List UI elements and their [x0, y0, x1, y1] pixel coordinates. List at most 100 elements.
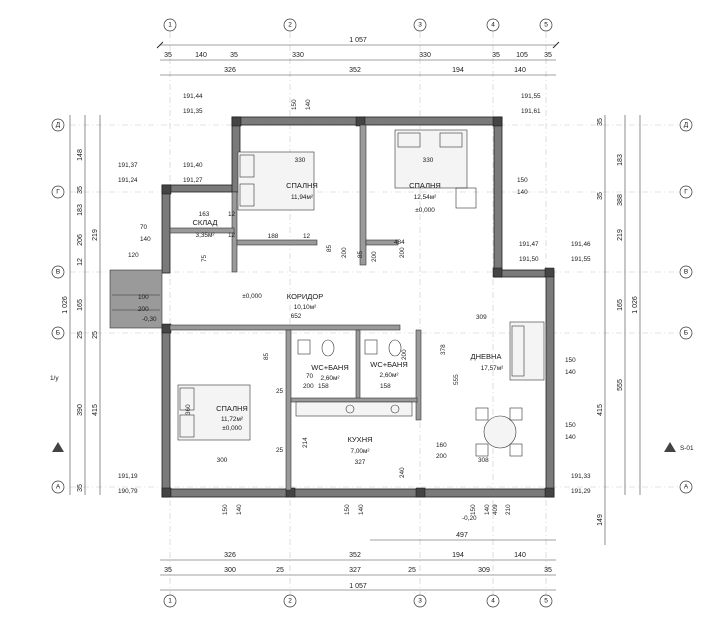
axis-label: 3: [418, 598, 422, 605]
axis-label: Д: [684, 122, 689, 129]
top-dimensions: 1 057 35 140 35 330 330 35 105 35 326 35…: [156, 37, 560, 76]
dim: 25: [276, 447, 284, 454]
dim: 214: [302, 437, 309, 448]
dim: 150: [565, 357, 576, 364]
axis-label: 2: [288, 22, 292, 29]
dim: 188: [268, 233, 279, 240]
dim: 415: [92, 404, 99, 416]
dim: 140: [514, 67, 526, 74]
room-area: 2,60м²: [321, 375, 340, 382]
axis-label: В: [56, 269, 60, 276]
axis-label: Д: [56, 122, 61, 129]
dim: 70: [140, 224, 148, 231]
dim: 140: [358, 504, 365, 515]
dim: 35: [597, 118, 604, 126]
dim: 330: [419, 52, 431, 59]
axis-label: А: [684, 484, 689, 491]
elev-bottom: 191,50: [519, 256, 539, 263]
room-area: 7,00м²: [351, 448, 370, 455]
dim: 140: [305, 99, 312, 110]
dim: 194: [452, 552, 464, 559]
right-dimensions: 183 388 219 165 555 35 35 415 149 1 026: [597, 115, 641, 545]
room-area: 3,35м²: [196, 232, 215, 239]
room-area: 10,10м²: [294, 304, 317, 311]
elevation-marks: 191,44 191,35 191,55 191,61 191,37 191,2…: [118, 93, 591, 495]
dim: 150: [291, 99, 298, 110]
elev-top: 191,55: [521, 93, 541, 100]
dim: 85: [326, 244, 333, 252]
dim: 415: [597, 404, 604, 416]
dim: 409: [492, 504, 499, 515]
dim: 327: [349, 567, 361, 574]
dim: 1 026: [62, 296, 69, 314]
elev-bottom: 191,35: [183, 108, 203, 115]
dim: 330: [295, 157, 306, 164]
dim: 1 026: [632, 296, 639, 314]
dim: 160: [436, 442, 447, 449]
dim: 194: [452, 67, 464, 74]
dim: 120: [128, 252, 139, 259]
dim: 309: [476, 314, 487, 321]
dim: 12: [303, 233, 311, 240]
dim: 200: [401, 349, 408, 360]
dim: 200: [399, 247, 406, 258]
interior-walls: [169, 124, 422, 491]
dim: 12: [228, 211, 236, 218]
dim: 300: [224, 567, 236, 574]
dim: 150: [470, 504, 477, 515]
room-labels: СПАЛНЯ 11,94м² СПАЛНЯ 12,54м² ±0,000 СКЛ…: [192, 181, 503, 466]
axis-label: 3: [418, 22, 422, 29]
dim: 165: [617, 299, 624, 311]
room-area: 11,94м²: [291, 194, 313, 201]
dim: 35: [164, 567, 172, 574]
left-dimensions: 148 183 35 206 12 165 25 390 35 219 25 4…: [62, 115, 101, 495]
dim: 200: [436, 453, 447, 460]
room-level: ±0,000: [415, 207, 435, 214]
dim: 300: [217, 457, 228, 464]
room-name: ДНЕВНА: [471, 352, 502, 361]
room-name: СПАЛНЯ: [409, 181, 441, 190]
dim: 200: [371, 251, 378, 262]
dim: 378: [440, 344, 447, 355]
dim: 219: [92, 229, 99, 241]
axis-label: 4: [491, 598, 495, 605]
dim: 35: [77, 186, 84, 194]
dim: 35: [164, 52, 172, 59]
dim: 200: [303, 383, 314, 390]
axis-label: 1: [168, 598, 172, 605]
dim: 330: [292, 52, 304, 59]
dim: 165: [77, 299, 84, 311]
elev-top: 191,44: [183, 93, 203, 100]
exterior-walls: [109, 116, 555, 498]
dim: 326: [224, 552, 236, 559]
dim: 140: [195, 52, 207, 59]
room-name: WC+БАНЯ: [370, 360, 407, 369]
room-name: СКЛАД: [192, 218, 217, 227]
dim: 25: [92, 331, 99, 339]
room-name: СПАЛНЯ: [216, 404, 248, 413]
inner-dimensions: 330 330 150 140 163 12 12 70 140 120 100…: [128, 99, 576, 522]
dim: 555: [453, 374, 460, 385]
room-name: СПАЛНЯ: [286, 181, 318, 190]
dim: 183: [617, 154, 624, 166]
dim: 150: [344, 504, 351, 515]
axis-bubbles-bottom: 1 2 3 4 5: [163, 594, 553, 608]
room-name: КУХНЯ: [347, 435, 372, 444]
dim: 360: [185, 404, 192, 415]
room-extra: 652: [291, 313, 302, 320]
room-name: КОРИДОР: [287, 292, 323, 301]
dim: 150: [517, 177, 528, 184]
dim: 352: [349, 552, 361, 559]
dim: -0,30: [142, 316, 157, 323]
dim: 163: [199, 211, 210, 218]
overall-dim: 1 057: [349, 37, 367, 44]
elev-top: 191,47: [519, 241, 539, 248]
axis-bubbles-left: Д Г В Б А: [51, 118, 65, 494]
axis-label: А: [56, 484, 61, 491]
axis-label: 4: [491, 22, 495, 29]
dim: 35: [544, 567, 552, 574]
elev-bottom: 191,29: [571, 488, 591, 495]
dim: 85: [357, 250, 364, 258]
dim: 206: [77, 234, 84, 246]
section-marker-icon: [664, 442, 676, 452]
